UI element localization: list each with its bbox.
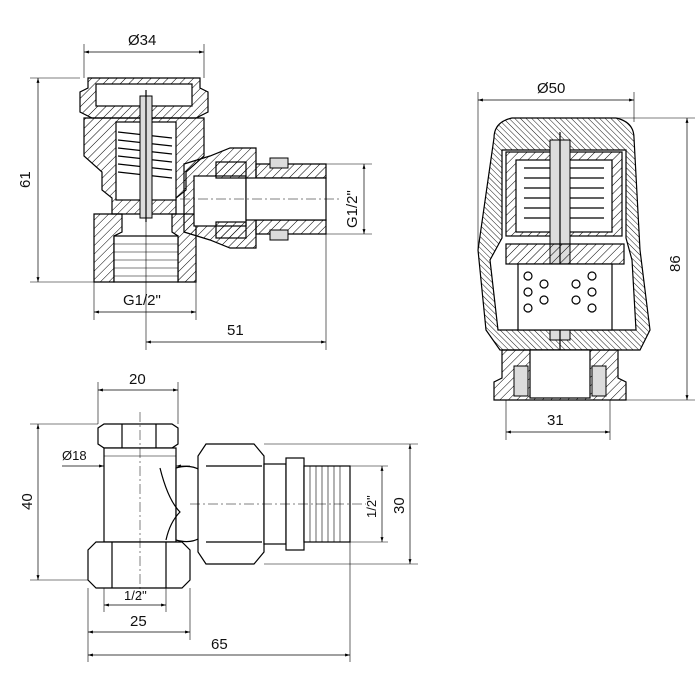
dim-bottom-thread: 1/2" bbox=[124, 588, 147, 603]
dim-outlet-thread-ext: 1/2" bbox=[364, 495, 379, 518]
dim-height: 61 bbox=[17, 171, 34, 188]
dim-total-length: 65 bbox=[211, 636, 228, 653]
dim-length: 51 bbox=[227, 322, 244, 339]
dim-cap-width: 20 bbox=[129, 371, 146, 388]
dim-inlet-thread: G1/2" bbox=[123, 292, 161, 309]
dim-base-width: 31 bbox=[547, 412, 564, 429]
valve-exterior-dimensions: 20 Ø18 40 1/2" 25 65 1/2" 30 bbox=[19, 371, 418, 662]
dim-top-diameter: Ø34 bbox=[128, 32, 156, 49]
valve-section-view bbox=[79, 77, 340, 283]
thermo-head-view bbox=[477, 117, 651, 401]
dim-body-diameter: Ø18 bbox=[62, 448, 87, 463]
dim-bottom-width: 25 bbox=[130, 613, 147, 630]
dim-outlet-thread: G1/2" bbox=[344, 190, 361, 228]
dim-outlet-height: 30 bbox=[391, 497, 408, 514]
valve-exterior-view bbox=[87, 412, 366, 600]
dim-head-height: 86 bbox=[667, 255, 684, 272]
valve-section-dimensions: Ø34 61 G1/2" G1/2" 51 bbox=[17, 32, 372, 350]
dim-head-diameter: Ø50 bbox=[537, 80, 565, 97]
thermo-head-dimensions: Ø50 86 31 bbox=[477, 80, 695, 440]
dim-body-height: 40 bbox=[19, 493, 36, 510]
spring-icon bbox=[523, 271, 597, 313]
